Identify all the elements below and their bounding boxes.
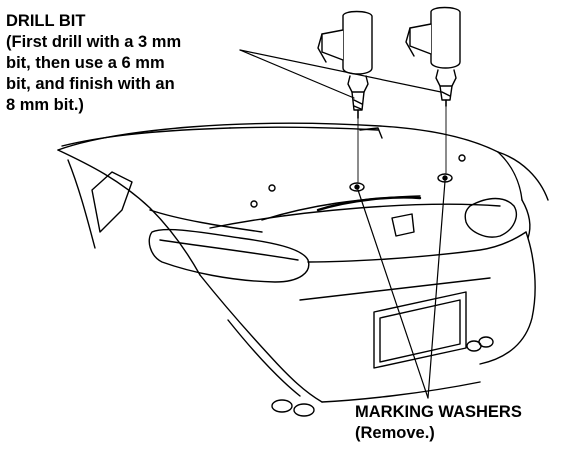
drill-bit-callout: DRILL BIT (First drill with a 3 mm bit, … — [6, 11, 181, 116]
emblem — [391, 213, 415, 237]
right-quarter-panel — [497, 151, 549, 239]
drill-bit-title: DRILL BIT — [6, 12, 86, 30]
marking-washer-left — [349, 182, 365, 192]
drill-right — [405, 6, 461, 174]
drill-bit-line-3: bit, and finish with an — [6, 75, 175, 93]
marking-washers-callout: MARKING WASHERS (Remove.) — [355, 402, 522, 444]
drill-bit-line-1: (First drill with a 3 mm — [6, 33, 182, 51]
side-marker — [91, 171, 133, 233]
trunk-lid — [57, 122, 523, 233]
drill-bit-line-2: bit, then use a 6 mm — [6, 54, 165, 72]
marking-washers-note: (Remove.) — [355, 424, 435, 442]
left-quarter-panel — [57, 149, 201, 276]
drill-bit-line-4: 8 mm bit.) — [6, 96, 84, 114]
trunk-side-bolts — [250, 154, 466, 208]
marking-washers-title: MARKING WASHERS — [355, 403, 522, 421]
marking-washer-right — [437, 173, 453, 183]
drill-bit-leaders — [239, 49, 442, 99]
left-tail-light — [148, 228, 310, 283]
rear-bumper — [199, 231, 536, 403]
drill-left — [317, 10, 373, 183]
right-tail-light — [464, 197, 518, 238]
exhaust-tips — [271, 336, 494, 417]
washer-leaders — [357, 180, 446, 399]
license-plate-recess — [373, 291, 467, 369]
